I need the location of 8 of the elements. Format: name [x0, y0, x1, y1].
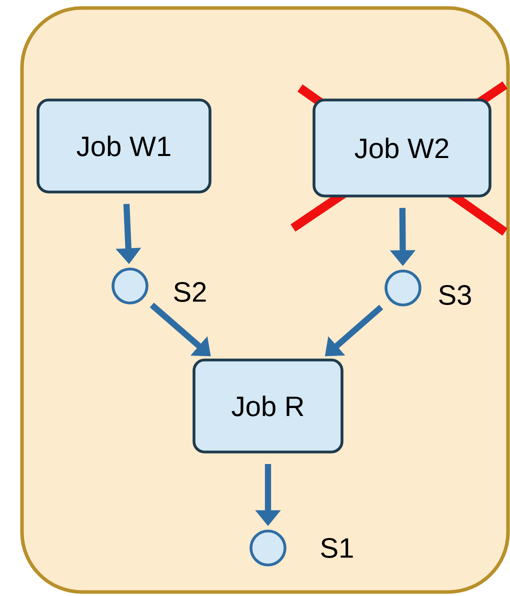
state-circle	[250, 530, 286, 566]
circle-label: S2	[174, 282, 206, 302]
circle-label: S3	[439, 285, 471, 305]
circle-label: S1	[321, 538, 353, 558]
job-box: Job W1	[36, 98, 212, 194]
state-circle	[112, 268, 148, 304]
job-box: Job R	[192, 358, 344, 454]
job-box: Job W2	[312, 98, 492, 198]
